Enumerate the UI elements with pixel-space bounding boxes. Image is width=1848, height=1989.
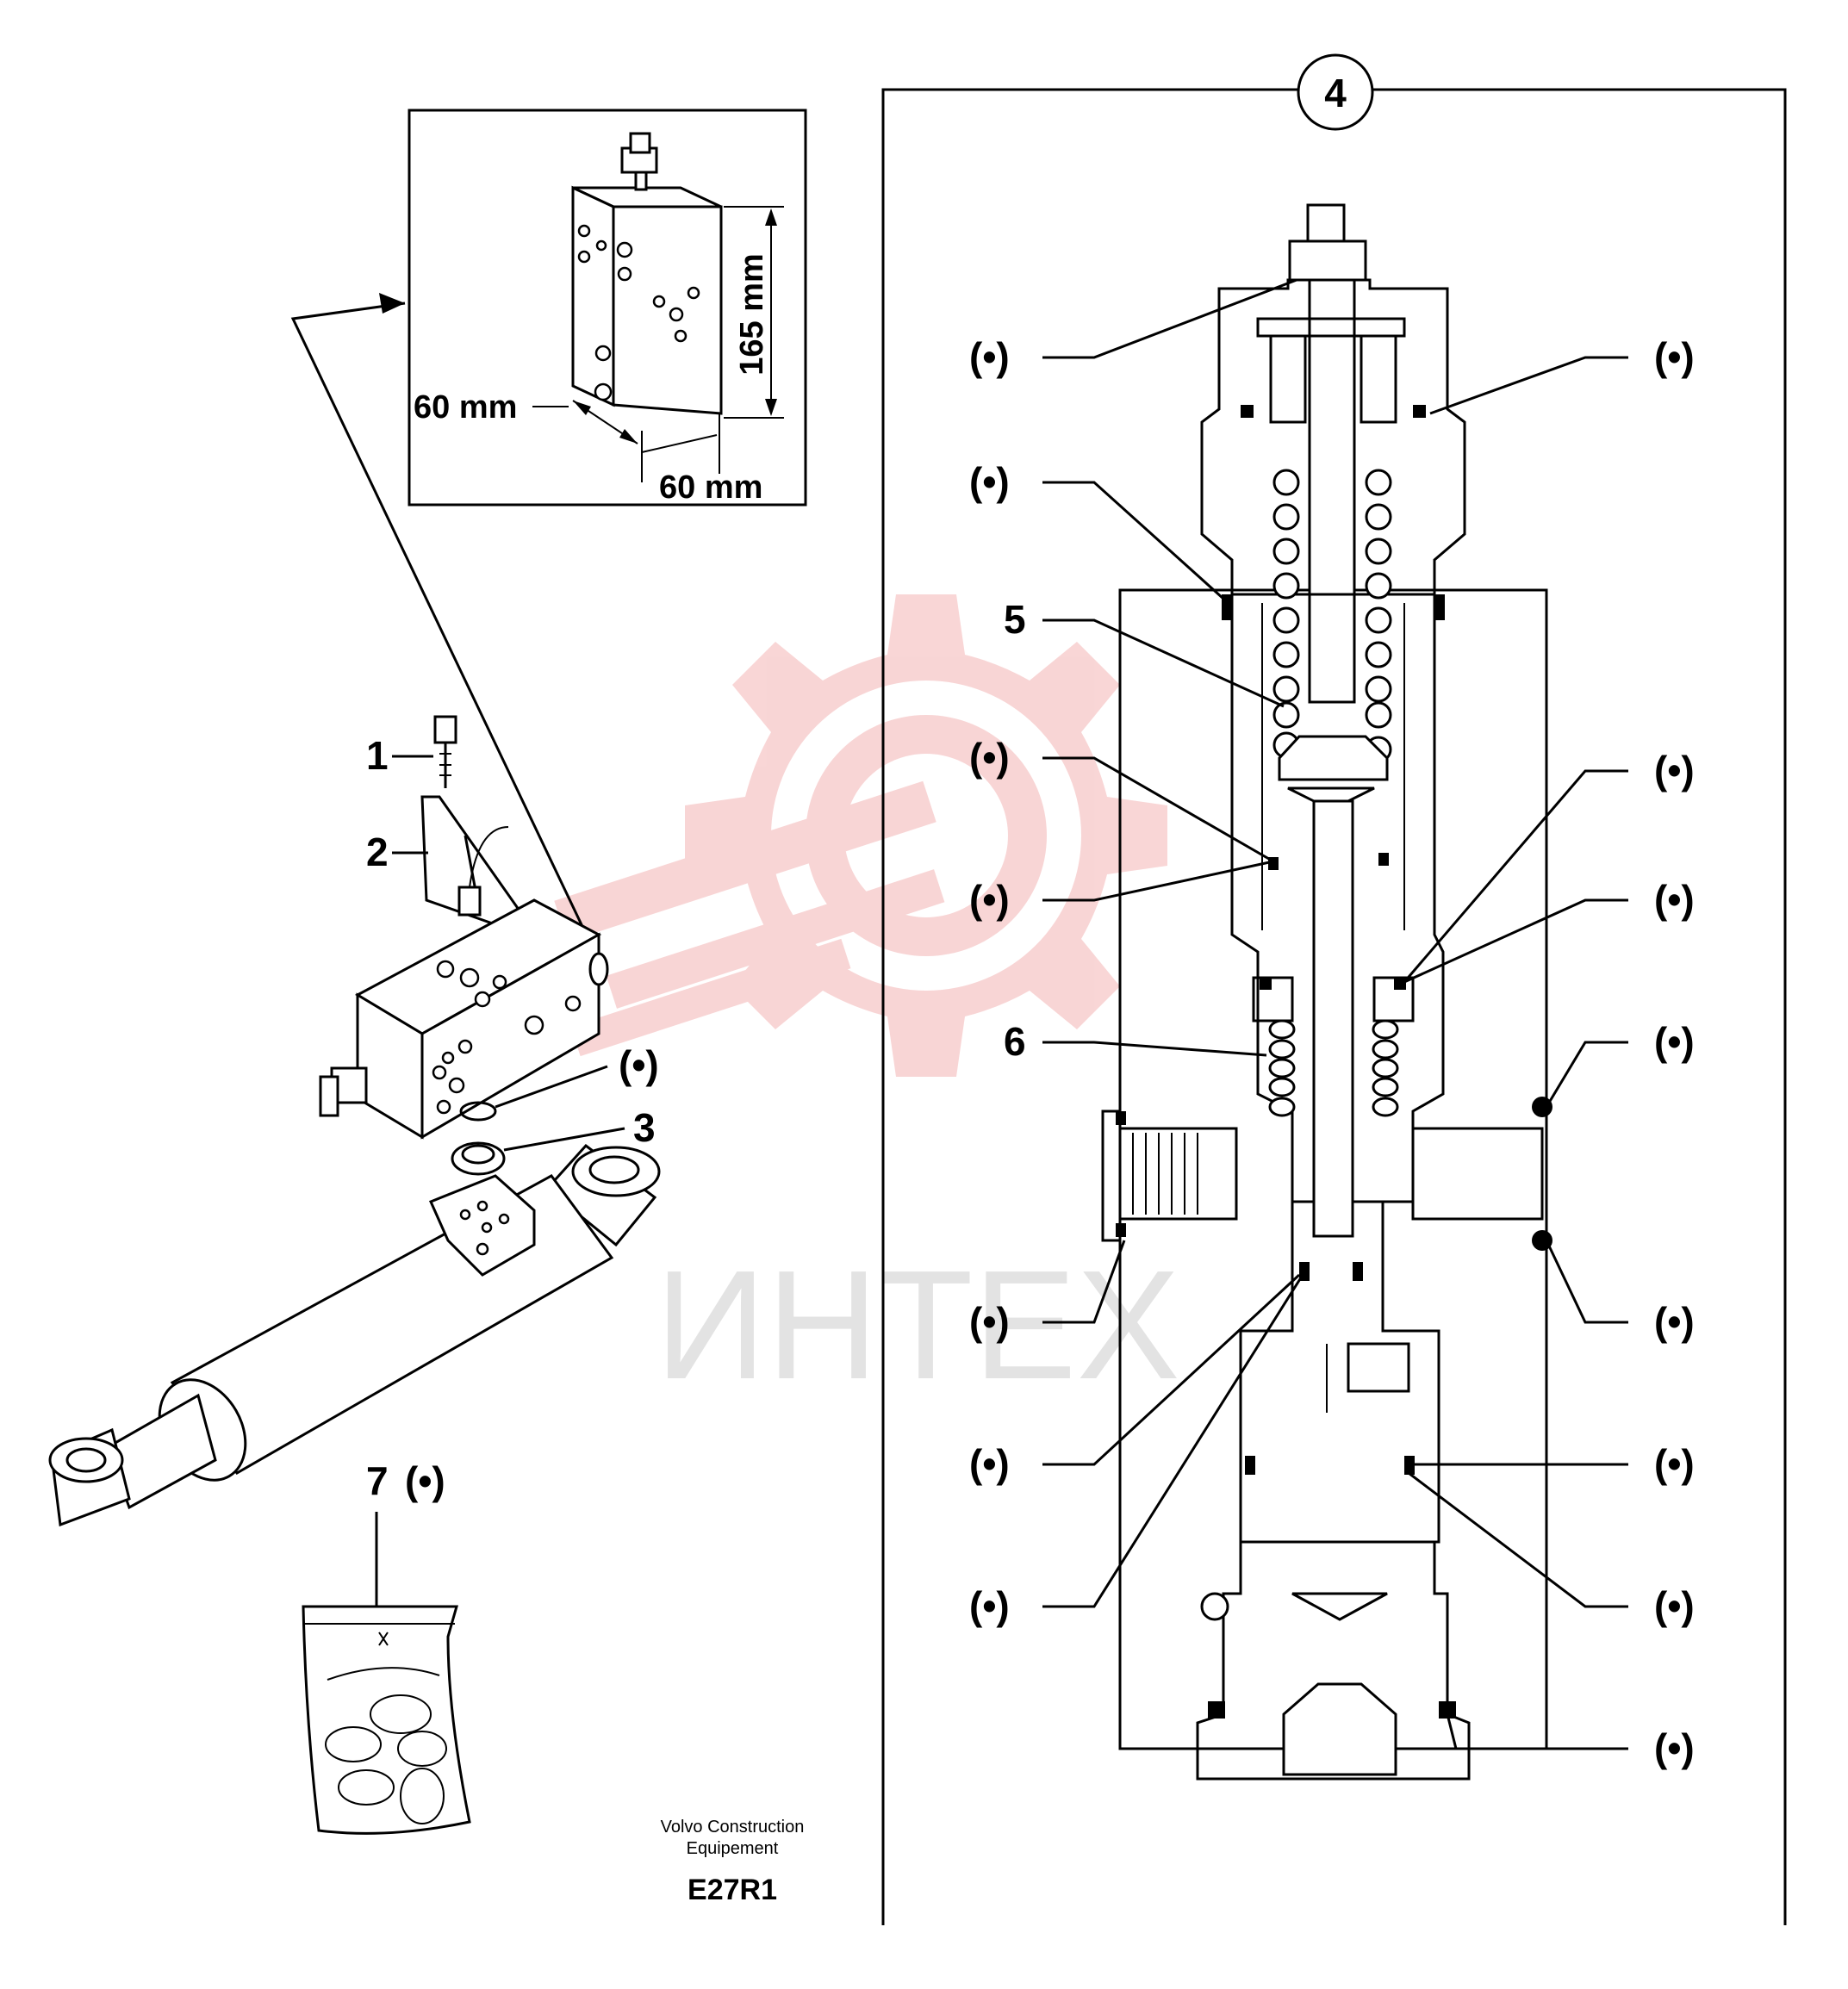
part-label-3: 3 xyxy=(633,1105,656,1150)
cap xyxy=(1200,278,1466,596)
detail-labels: 5 6 (•) (•) (•) (•) (•) (•) (•) (•) (•) … xyxy=(969,334,1695,1770)
poppet-stem xyxy=(1312,799,1354,1238)
bolt-head xyxy=(433,715,457,744)
part-label-1: 1 xyxy=(366,733,389,778)
detail-number-label: 4 xyxy=(1324,71,1347,115)
detail-bullet-left-1: (•) xyxy=(969,334,1010,379)
piston-rod xyxy=(106,1393,217,1510)
detail-bullet-right-1: (•) xyxy=(1654,334,1695,379)
adjuster-nut xyxy=(1288,239,1367,282)
detail-bullet-left-7: (•) xyxy=(969,1583,1010,1628)
part-label-2: 2 xyxy=(366,830,389,874)
watermark-logo xyxy=(554,594,1167,1077)
detail-bullet-right-4: (•) xyxy=(1654,1019,1695,1064)
detail-bullet-right-3: (•) xyxy=(1654,877,1695,922)
detail-bullet-right-6: (•) xyxy=(1654,1441,1695,1486)
valve-cross-section xyxy=(1101,203,1552,1781)
detail-bullet-right-5: (•) xyxy=(1654,1299,1695,1344)
inset-pointer-arrow xyxy=(290,293,596,953)
detail-bullet-right-2: (•) xyxy=(1654,748,1695,792)
drawing-code: E27R1 xyxy=(688,1874,777,1906)
side-plug xyxy=(1118,1127,1238,1221)
left-part-labels: 1 2 (•) 3 7 (•) xyxy=(366,733,659,1611)
brand-line-1: Volvo Construction xyxy=(661,1818,805,1837)
part-label-6: 6 xyxy=(1004,1019,1026,1064)
detail-bullet-left-6: (•) xyxy=(969,1441,1010,1486)
footer: Volvo Construction Equipement E27R1 xyxy=(661,1818,805,1906)
spring-5 xyxy=(1272,469,1392,763)
dimension-inset: 165 mm 60 mm 60 mm xyxy=(408,109,807,507)
seal-kit-bag xyxy=(302,1605,471,1835)
detail-bullet-left-2: (•) xyxy=(969,459,1010,504)
valve-assembly xyxy=(48,715,661,1527)
detail-bullet-left-3: (•) xyxy=(969,735,1010,780)
part-label-7-bullet: (•) xyxy=(405,1458,445,1503)
detail-bullet-left-5: (•) xyxy=(969,1299,1010,1344)
bottom-cap xyxy=(1196,1542,1471,1781)
part-label-5: 5 xyxy=(1004,597,1026,642)
width-dimension-label-right: 60 mm xyxy=(659,469,762,506)
part-label-oring: (•) xyxy=(619,1042,659,1087)
detail-bullet-right-8: (•) xyxy=(1654,1725,1695,1770)
detail-bullet-right-7: (•) xyxy=(1654,1583,1695,1628)
seal-washer xyxy=(451,1141,506,1176)
lower-spool xyxy=(1239,1202,1440,1544)
width-dimension-label-left: 60 mm xyxy=(414,389,517,426)
o-ring xyxy=(459,1101,497,1122)
valve-block-side xyxy=(420,932,600,1140)
part-label-7: 7 xyxy=(366,1458,389,1503)
watermark-text: ИНТЕХ xyxy=(655,1239,1179,1412)
detail-leaders xyxy=(1042,278,1628,1750)
detail-number-circle xyxy=(1297,53,1374,131)
brand-line-2: Equipement xyxy=(687,1839,779,1858)
height-dimension-label: 165 mm xyxy=(734,253,770,376)
detail-frame: 4 xyxy=(881,53,1787,1925)
stem xyxy=(1308,278,1356,704)
spring-6 xyxy=(1268,1019,1399,1117)
detail-bullet-left-4: (•) xyxy=(969,877,1010,922)
